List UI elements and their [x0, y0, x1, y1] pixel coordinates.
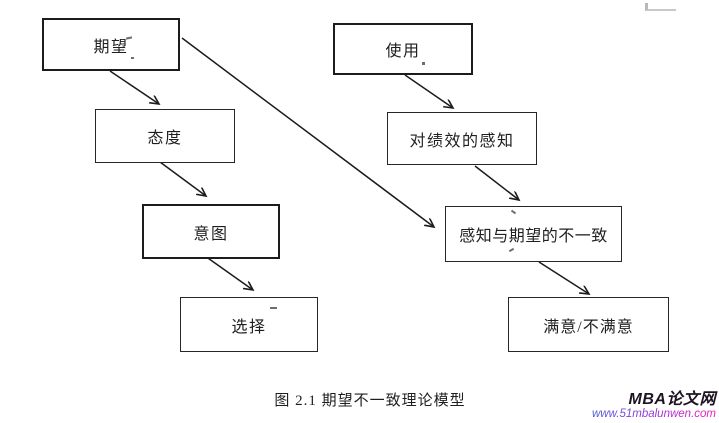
arrow-expectation-attitude	[109, 70, 159, 104]
node-expectation: 期望	[42, 18, 180, 71]
node-satisfaction-label: 满意/不满意	[543, 318, 634, 336]
node-performance-perception: 对绩效的感知	[387, 112, 537, 165]
arrow-attitude-intention	[159, 161, 206, 196]
arrow-disconfirmation-satisfaction	[538, 261, 589, 294]
node-attitude-label: 态度	[147, 130, 183, 147]
node-disconfirmation: 感知与期望的不一致	[445, 206, 622, 262]
node-use-label: 使用	[385, 43, 421, 60]
arrow-intention-choice	[204, 255, 253, 290]
node-choice-label: 选择	[231, 318, 267, 336]
node-use: 使用	[333, 23, 473, 75]
scan-artifact	[645, 3, 676, 11]
watermark-url: www.51mbalunwen.com	[591, 408, 716, 421]
node-intention-label: 意图	[193, 225, 229, 243]
node-satisfaction: 满意/不满意	[508, 297, 669, 352]
node-intention: 意图	[142, 204, 280, 259]
watermark: MBA论文网 www.51mbalunwen.com	[592, 391, 716, 421]
node-disconfirmation-label: 感知与期望的不一致	[459, 228, 608, 245]
scan-artifact	[131, 57, 134, 59]
node-attitude: 态度	[95, 109, 235, 163]
scan-artifact	[270, 307, 277, 309]
arrow-use-performance	[404, 74, 453, 108]
node-choice: 选择	[180, 297, 318, 352]
node-performance-perception-label: 对绩效的感知	[409, 132, 515, 150]
figure-caption: 图 2.1 期望不一致理论模型	[274, 393, 466, 409]
arrow-performance-disconfirmation	[474, 165, 519, 200]
node-expectation-label: 期望	[93, 38, 129, 56]
arrow-expectation-disconfirmation	[181, 37, 434, 227]
watermark-site-name: MBA论文网	[628, 390, 716, 408]
scan-artifact	[422, 62, 425, 65]
